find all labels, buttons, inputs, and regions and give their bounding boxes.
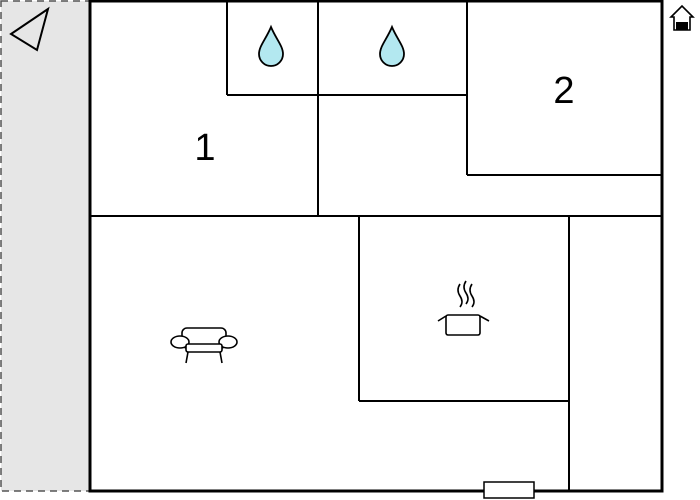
outer-wall	[88, 0, 664, 493]
sofa-icon	[170, 327, 238, 364]
terrace-area	[0, 0, 91, 492]
water-drop-icon	[258, 24, 284, 67]
water-drop-icon	[379, 24, 405, 67]
room-label-1: 1	[194, 127, 215, 169]
room-label-2: 2	[553, 70, 574, 112]
interior-walls	[90, 1, 662, 491]
house-entrance-icon	[669, 4, 695, 31]
direction-arrow-icon	[9, 6, 50, 52]
cooking-pot-icon	[437, 280, 490, 336]
entrance-door	[483, 481, 535, 499]
